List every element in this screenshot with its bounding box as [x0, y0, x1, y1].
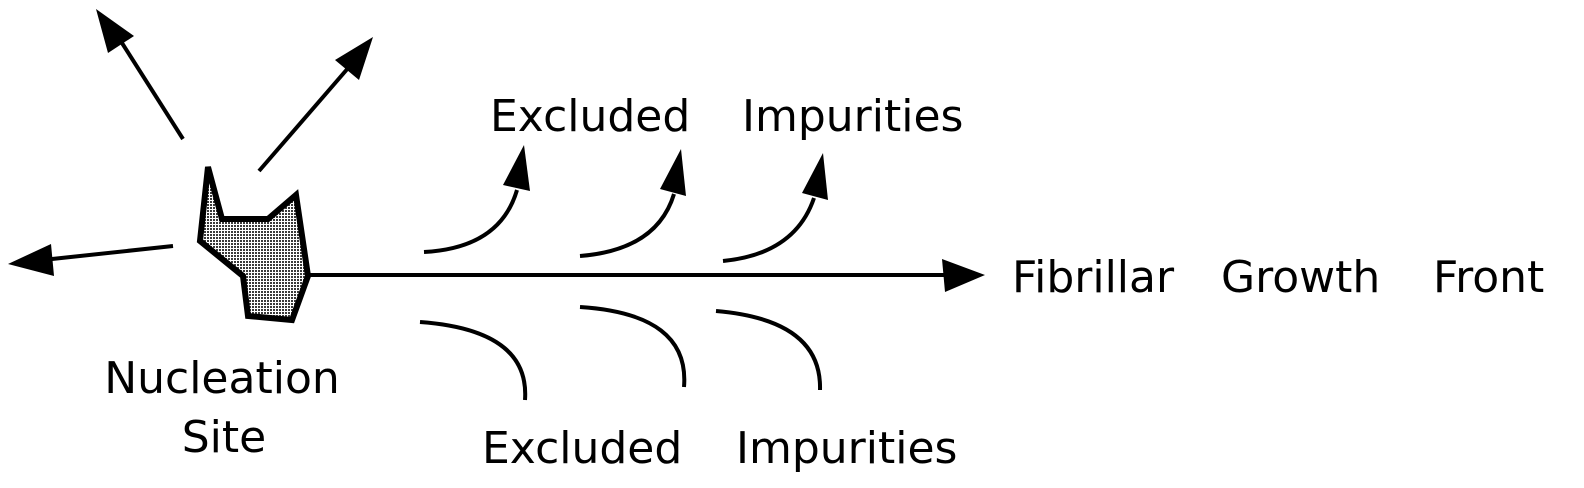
label-growth-front-3: Front	[1433, 252, 1544, 303]
impurity-curve-lower-3	[715, 309, 823, 391]
radial-arrow-left	[8, 244, 174, 276]
label-growth-front-2: Growth	[1221, 252, 1380, 303]
impurity-arrow-upper-3	[722, 153, 828, 263]
label-growth-front-1: Fibrillar	[1012, 252, 1175, 303]
radial-arrow-up-left	[96, 9, 185, 141]
impurity-arrow-upper-1	[423, 145, 530, 254]
nucleation-site-shape	[196, 166, 312, 324]
label-nucleation-line2: Site	[182, 412, 266, 463]
label-bottom-excluded: Excluded	[482, 423, 682, 474]
impurity-curve-lower-2	[579, 305, 687, 388]
label-top-impurities: Impurities	[742, 91, 963, 142]
label-top-excluded: Excluded	[490, 91, 690, 142]
radial-arrow-up-right	[257, 37, 373, 173]
label-nucleation-line1: Nucleation	[104, 353, 340, 404]
growth-axis-arrow	[306, 259, 985, 292]
label-bottom-impurities: Impurities	[736, 423, 957, 474]
impurity-arrow-upper-2	[579, 149, 686, 258]
impurity-curve-lower-1	[419, 320, 528, 401]
